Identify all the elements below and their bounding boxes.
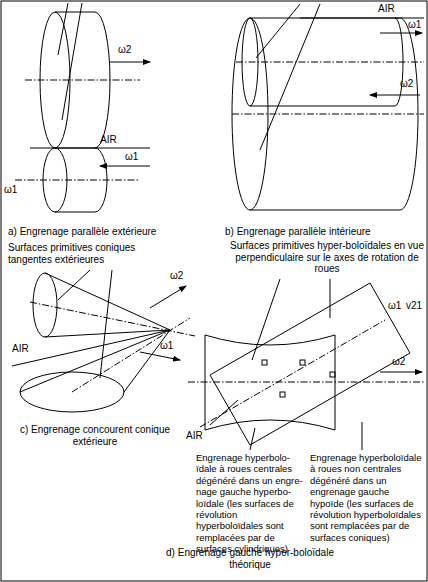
view-label: Engrenage hyperboloïdale à roues non cen… [310,452,424,543]
view-label: c) Engrenage concourent conique extérieu… [10,424,180,447]
view-label: AIR [378,3,395,15]
view-label: Surfaces primitives hyper-boloïdales en … [230,240,424,275]
view-label: ω1 [408,19,421,31]
view-label: ω2 [170,270,183,282]
view-label: v21 [406,300,422,312]
view-label: AIR [100,134,117,146]
view-label: Engrenage hyperbolo-ïdale à roues centra… [196,452,306,555]
view-label: AIR [186,430,203,442]
view-label: b) Engrenage parallèle intérieure [225,226,371,238]
view-label: AIR [12,343,29,355]
view-label: ω2 [392,356,405,368]
view-label: ω2 [118,44,131,56]
view-label: ω1 [160,340,173,352]
view-label: ω1 [125,151,138,163]
view-label: a) Engrenage parallèle extérieure [8,226,156,238]
view-label: ω1 [4,184,17,196]
view-label: d) Engrenage gauche hyper-boloïdale théo… [150,547,350,570]
view-label: Surfaces primitives coniques tangentes e… [8,242,173,265]
view-label: ω1 [388,300,401,312]
view-label: ω2 [400,78,413,90]
